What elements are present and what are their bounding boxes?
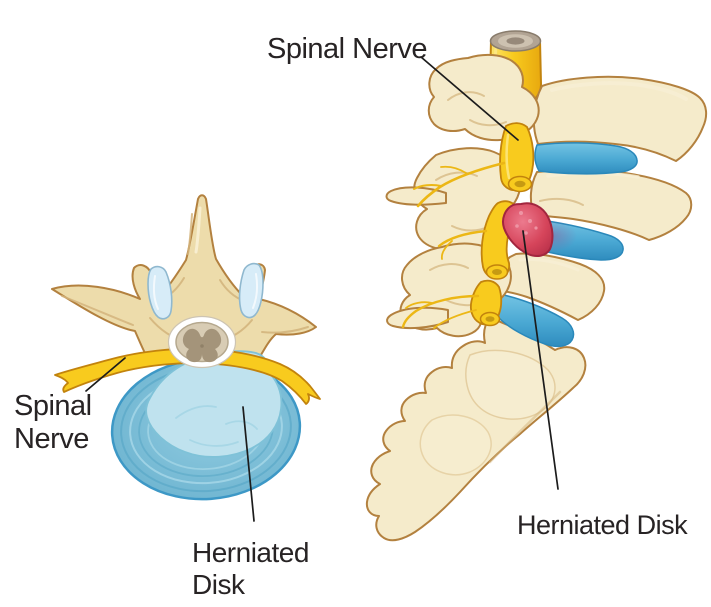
nerve-root-1-filaments xyxy=(413,161,506,208)
label-spinal-nerve-left-line1: Spinal xyxy=(14,390,92,422)
body2-crease xyxy=(539,197,584,206)
leader-bottom-herniated-disk xyxy=(242,406,255,522)
sacrum-shadow xyxy=(488,390,562,464)
herniation-speckles xyxy=(515,211,538,235)
nerve-root-2-filaments xyxy=(437,229,488,260)
sacrum-lump-lower xyxy=(419,414,492,476)
cord-cut-center xyxy=(506,37,525,45)
leader-right-herniated-disk xyxy=(522,230,559,490)
leader-lines xyxy=(85,56,559,522)
spinal-nerve-axial xyxy=(54,347,321,405)
spinous-arm-3 xyxy=(386,306,449,330)
body3-highlight xyxy=(518,258,580,272)
lateral-spine-view xyxy=(365,30,708,542)
leader-top-spinal-nerve xyxy=(420,56,519,141)
nerve-root-3-filaments xyxy=(401,294,480,329)
facet-cartilage-right-highlight xyxy=(252,273,258,309)
sacrum xyxy=(365,317,587,542)
body1-highlight xyxy=(550,81,688,101)
facet-cartilage-left-highlight xyxy=(153,275,159,310)
central-canal xyxy=(200,344,204,348)
nerve-roots xyxy=(401,122,554,329)
nerve-root-1 xyxy=(413,122,535,208)
nerve-root-3-cut-core xyxy=(485,316,495,322)
vertebral-bodies xyxy=(496,75,708,321)
spinal-nerve-right-branch xyxy=(195,348,321,405)
posterior-element-1 xyxy=(427,53,540,142)
label-herniated-disk-bottom-line1: Herniated xyxy=(192,537,309,568)
bone-shading-lines xyxy=(61,213,309,343)
nerve-root-3 xyxy=(401,279,503,329)
herniation-bulge xyxy=(502,202,554,258)
nerve-root-2-cut-core xyxy=(492,269,502,275)
disk-nucleus-lumps xyxy=(175,405,258,447)
nerve-root-1-highlight xyxy=(505,133,511,180)
leader-left-spinal-nerve xyxy=(85,357,126,392)
herniated-disk-axial xyxy=(110,350,302,501)
label-spinal-nerve-left-line2: Nerve xyxy=(14,423,89,456)
spinal-nerve-left-branch xyxy=(54,347,211,393)
label-spinal-nerve-top: Spinal Nerve xyxy=(267,33,428,65)
vertebral-body-1 xyxy=(532,75,708,162)
label-herniated-disk-bottom: Herniated Disk xyxy=(192,537,309,601)
herniation-red-blob xyxy=(502,202,554,258)
disk-1-healthy xyxy=(534,142,638,175)
spinous-process-highlight xyxy=(194,206,202,254)
nerve-root-1-cut-core xyxy=(514,180,526,188)
label-herniated-disk-right: Herniated Disk xyxy=(517,510,688,540)
axial-vertebra-view xyxy=(51,194,321,501)
spinal-cord-axial xyxy=(167,315,237,369)
label-herniated-disk-bottom-line2: Disk xyxy=(192,569,245,601)
label-spinal-nerve-left: Spinal Nerve xyxy=(14,390,92,457)
